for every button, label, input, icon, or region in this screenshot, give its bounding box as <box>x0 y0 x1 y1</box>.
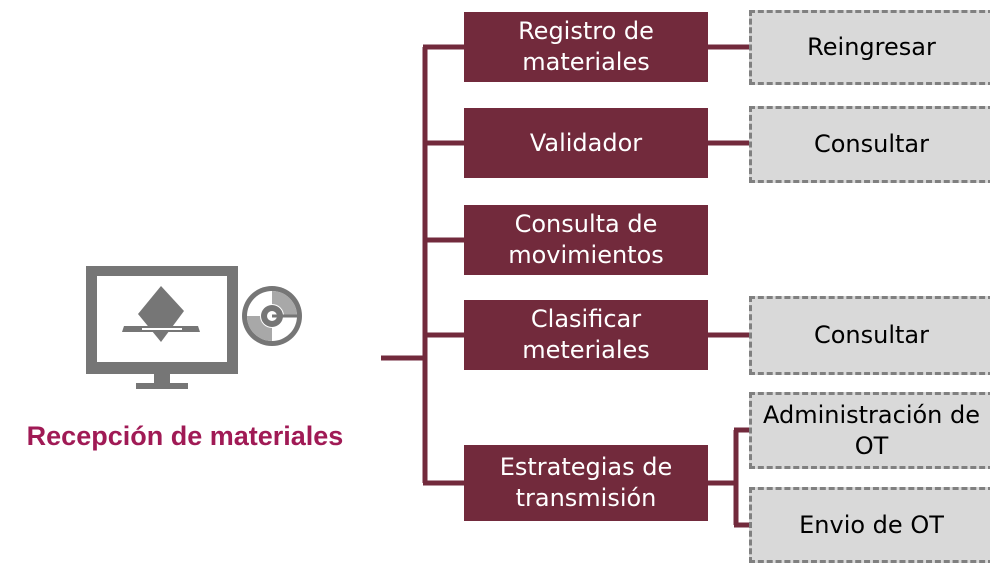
function-label: Estrategias de transmisión <box>499 453 673 512</box>
cd-disc-icon <box>242 286 302 346</box>
action-consultar-clasificar: Consultar <box>749 296 990 375</box>
function-consulta-de-movimientos: Consulta de movimientos <box>464 205 708 275</box>
action-label: Administración de OT <box>762 400 981 460</box>
function-label: Clasificar meteriales <box>522 305 650 364</box>
function-registro-de-materiales: Registro de materiales <box>464 12 708 82</box>
action-consultar-validador: Consultar <box>749 106 990 183</box>
monitor-neck-icon <box>154 374 170 384</box>
action-label: Consultar <box>813 321 930 349</box>
monitor-base-icon <box>136 383 188 389</box>
function-label: Validador <box>529 128 643 157</box>
function-estrategias-de-transmision: Estrategias de transmisión <box>464 445 708 521</box>
function-label: Consulta de movimientos <box>508 210 664 269</box>
screen-tray-slot-icon <box>142 328 182 330</box>
function-label: Registro de materiales <box>518 17 654 76</box>
action-label: Envio de OT <box>799 510 944 539</box>
function-validador: Validador <box>464 108 708 178</box>
action-reingresar: Reingresar <box>749 10 990 85</box>
action-administracion-de-ot: Administración de OT <box>749 392 990 469</box>
action-label: Reingresar <box>807 33 936 61</box>
action-envio-de-ot: Envio de OT <box>749 487 990 563</box>
computer-monitor-with-cd-icon <box>86 266 302 389</box>
action-label: Consultar <box>813 130 930 158</box>
function-clasificar-meteriales: Clasificar meteriales <box>464 300 708 370</box>
root-title: Recepción de materiales <box>26 421 344 451</box>
